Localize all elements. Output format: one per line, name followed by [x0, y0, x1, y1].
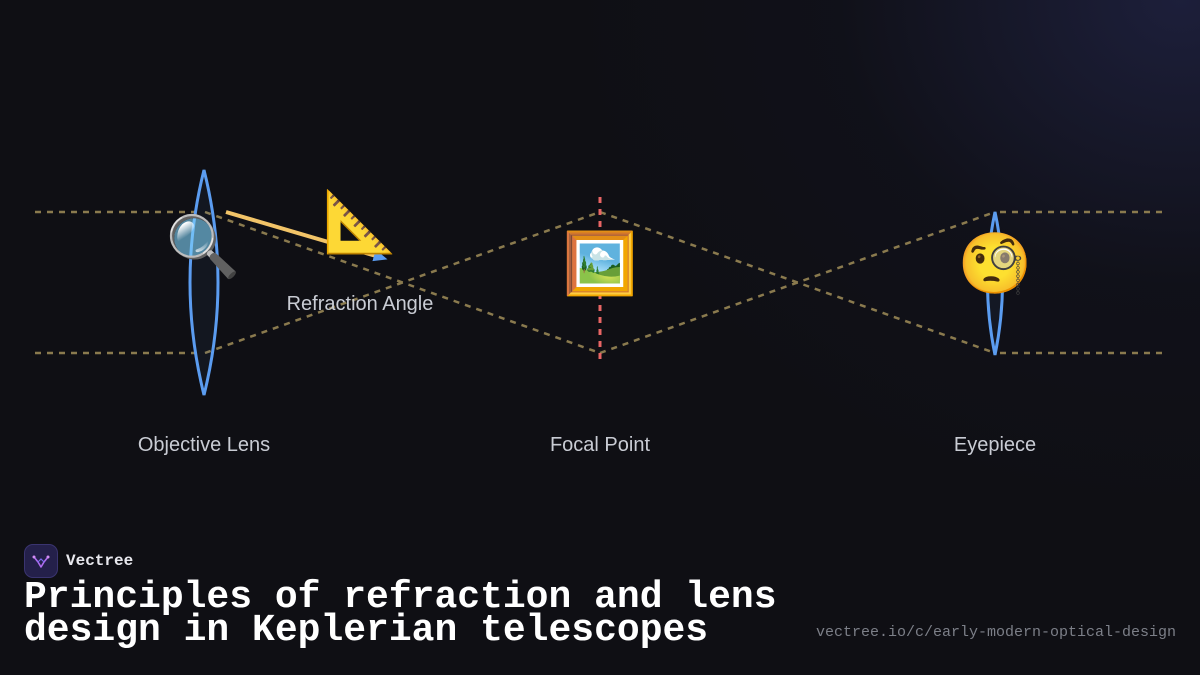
objective-lens-label: Objective Lens — [137, 434, 271, 456]
vectree-logo-icon — [24, 544, 58, 578]
converging-ray-up — [204, 210, 601, 355]
page-title: Principles of refraction and lens design… — [24, 576, 777, 652]
diverging-ray-up — [599, 210, 996, 355]
framed-picture-icon: 🖼️ — [562, 229, 638, 299]
monocle-face-icon: 🧐 — [957, 229, 1033, 299]
magnifying-glass-icon: 🔍 — [165, 212, 241, 282]
source-url[interactable]: vectree.io/c/early-modern-optical-design — [815, 624, 1176, 641]
eyepiece-lens-shape — [986, 211, 1004, 356]
objective-lens-shape — [188, 169, 220, 396]
brand-name: Vectree — [66, 552, 134, 570]
triangular-ruler-icon: 📐 — [322, 187, 398, 257]
refraction-angle-label: Refraction Angle — [286, 293, 434, 315]
eyepiece-label: Eyepiece — [953, 434, 1037, 456]
focal-point-label: Focal Point — [549, 434, 651, 456]
brand: Vectree — [24, 544, 133, 578]
refraction-angle-arrow — [225, 210, 388, 262]
